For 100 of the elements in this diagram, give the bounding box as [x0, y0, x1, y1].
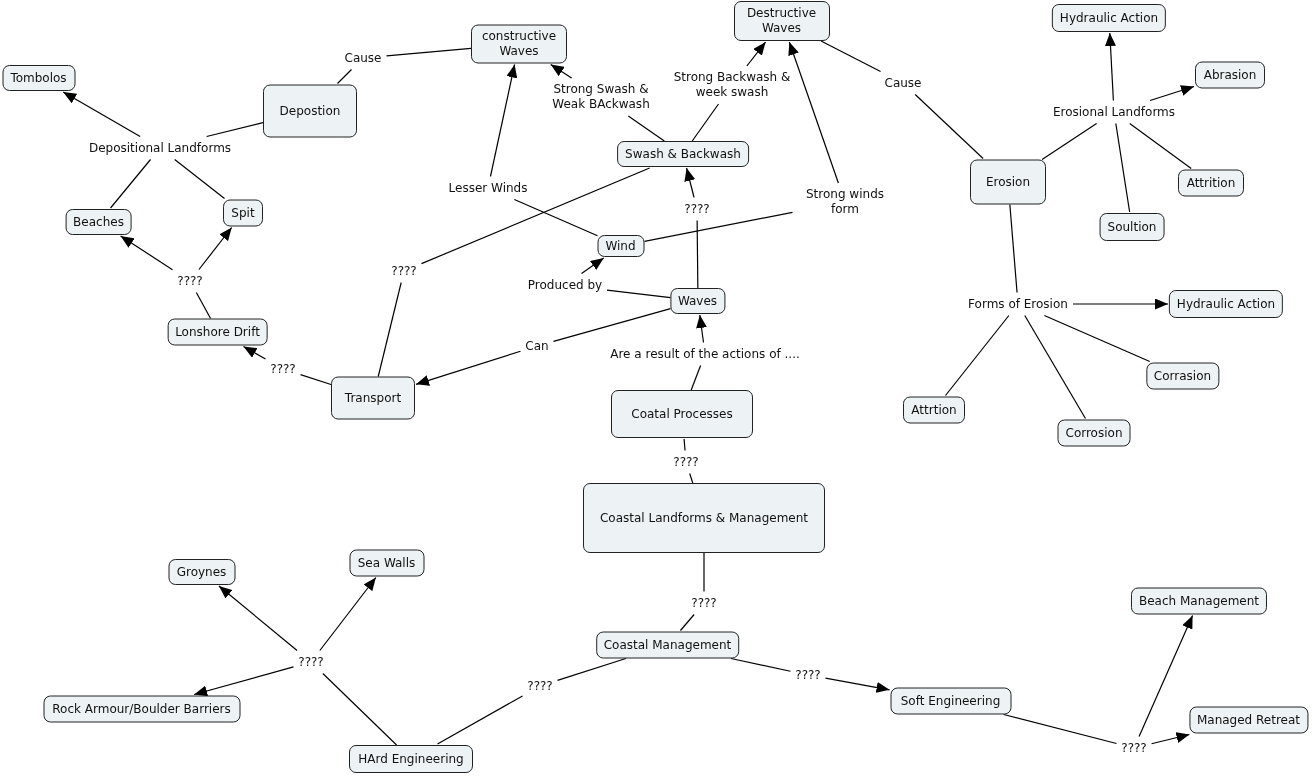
concept-box	[263, 84, 357, 137]
concept-label: Swash & Backwash	[625, 146, 741, 162]
concept-label: ????	[673, 454, 699, 469]
concept-box	[223, 199, 263, 226]
concept-label: Forms of Erosion	[968, 296, 1068, 311]
arrow	[824, 677, 891, 693]
concept-label: ????	[795, 667, 821, 682]
concept-label: ????	[298, 654, 324, 669]
connector-line	[556, 657, 627, 681]
concept-label: Cause	[344, 50, 382, 65]
concept-box	[583, 483, 825, 553]
arrow	[62, 91, 141, 138]
concept-box	[890, 687, 1011, 714]
concept-box	[349, 549, 424, 576]
concept-box	[1131, 587, 1267, 614]
concept-label: Waves	[677, 293, 718, 309]
concept-label: Destructive Waves	[745, 6, 818, 36]
connector-line	[683, 438, 686, 452]
concept-box	[595, 631, 740, 658]
connector-line	[679, 613, 695, 632]
arrow	[242, 345, 267, 360]
arrow	[788, 41, 839, 184]
concept-box	[1168, 290, 1284, 318]
arrow	[193, 666, 295, 697]
concept-label: Strong Swash & Weak BAckwash	[552, 82, 650, 111]
connector-line	[1129, 122, 1192, 170]
concept-box	[611, 390, 753, 438]
concept-label: Are a result of the actions of ....	[610, 346, 800, 361]
connector-line	[513, 198, 599, 237]
concept-label: Spit	[231, 205, 255, 220]
concept-label: Soft Engineering	[900, 693, 1001, 708]
concept-label: Strong Backwash & week swash	[673, 70, 791, 99]
connector-line	[627, 115, 665, 142]
connector-line	[552, 308, 672, 342]
concept-label: Hydraulic Action	[1059, 10, 1159, 26]
concept-label: Corrasion	[1153, 368, 1212, 383]
arrow	[415, 350, 522, 386]
connector-line	[1043, 314, 1151, 363]
concept-box	[331, 376, 415, 419]
concept-box	[903, 396, 965, 423]
arrow	[1150, 732, 1191, 745]
connector-line	[690, 364, 702, 391]
concept-label: Coatal Processes	[631, 406, 733, 422]
connector-line	[696, 219, 699, 289]
concept-label: ????	[1121, 740, 1147, 755]
concept-label: Lonshore Drift	[175, 324, 260, 339]
concept-label: Rock Armour/Boulder Barriers	[52, 701, 231, 716]
connector-line	[1115, 122, 1131, 213]
concept-label: HArd Engineering	[358, 751, 464, 767]
concept-label: Can	[525, 338, 549, 353]
concept-box	[1051, 4, 1167, 32]
arrow	[1105, 32, 1116, 102]
concept-label: Groynes	[176, 564, 227, 580]
connector-line	[377, 281, 402, 378]
connector-line	[299, 374, 332, 386]
concept-box	[65, 209, 132, 235]
arrow	[684, 167, 696, 199]
connector-line	[206, 122, 264, 138]
connector-line	[1002, 713, 1118, 745]
connector-line	[109, 158, 152, 209]
concept-label: Produced by	[527, 277, 603, 292]
connector-line	[730, 657, 792, 672]
connector-line	[385, 47, 472, 57]
concept-label: Coastal Management	[603, 637, 732, 652]
concept-label: Abrasion	[1203, 67, 1257, 82]
connector-line	[436, 695, 524, 745]
concept-box	[970, 159, 1046, 204]
arrow	[1072, 298, 1169, 310]
arrow	[550, 63, 573, 79]
connector-line	[174, 158, 226, 200]
concept-label: Hydraulic Action	[1176, 296, 1276, 312]
concept-label: Erosion	[985, 174, 1031, 189]
concept-box	[1195, 61, 1265, 88]
concept-box	[168, 559, 235, 585]
arrow	[1138, 614, 1194, 738]
concept-box	[1099, 213, 1165, 241]
connector-line	[820, 40, 882, 73]
arrow	[746, 41, 767, 67]
concept-box	[1057, 419, 1131, 446]
concept-label: constructive Waves	[480, 28, 558, 59]
concept-label: ????	[684, 201, 710, 216]
concept-box	[471, 24, 567, 63]
concept-label: Erosional Landforms	[1052, 104, 1176, 119]
concept-label: Transport	[344, 390, 402, 405]
concept-box	[1145, 362, 1220, 389]
concept-box	[1188, 706, 1309, 733]
arrow	[218, 585, 298, 652]
connector-line	[691, 103, 720, 142]
concept-label: Tombolos	[10, 70, 67, 86]
concept-box	[349, 745, 473, 773]
connector-line	[689, 472, 694, 484]
concept-label: ????	[270, 361, 296, 376]
concept-label: Strong winds form	[806, 187, 884, 216]
concept-label: ????	[391, 263, 417, 278]
concept-label: Coastal Landforms & Management	[599, 510, 809, 526]
arrow	[198, 226, 233, 271]
connector-line	[1024, 314, 1087, 420]
concept-box	[597, 235, 644, 257]
concept-label: Attrtion	[911, 402, 957, 417]
concept-box	[1178, 169, 1244, 196]
